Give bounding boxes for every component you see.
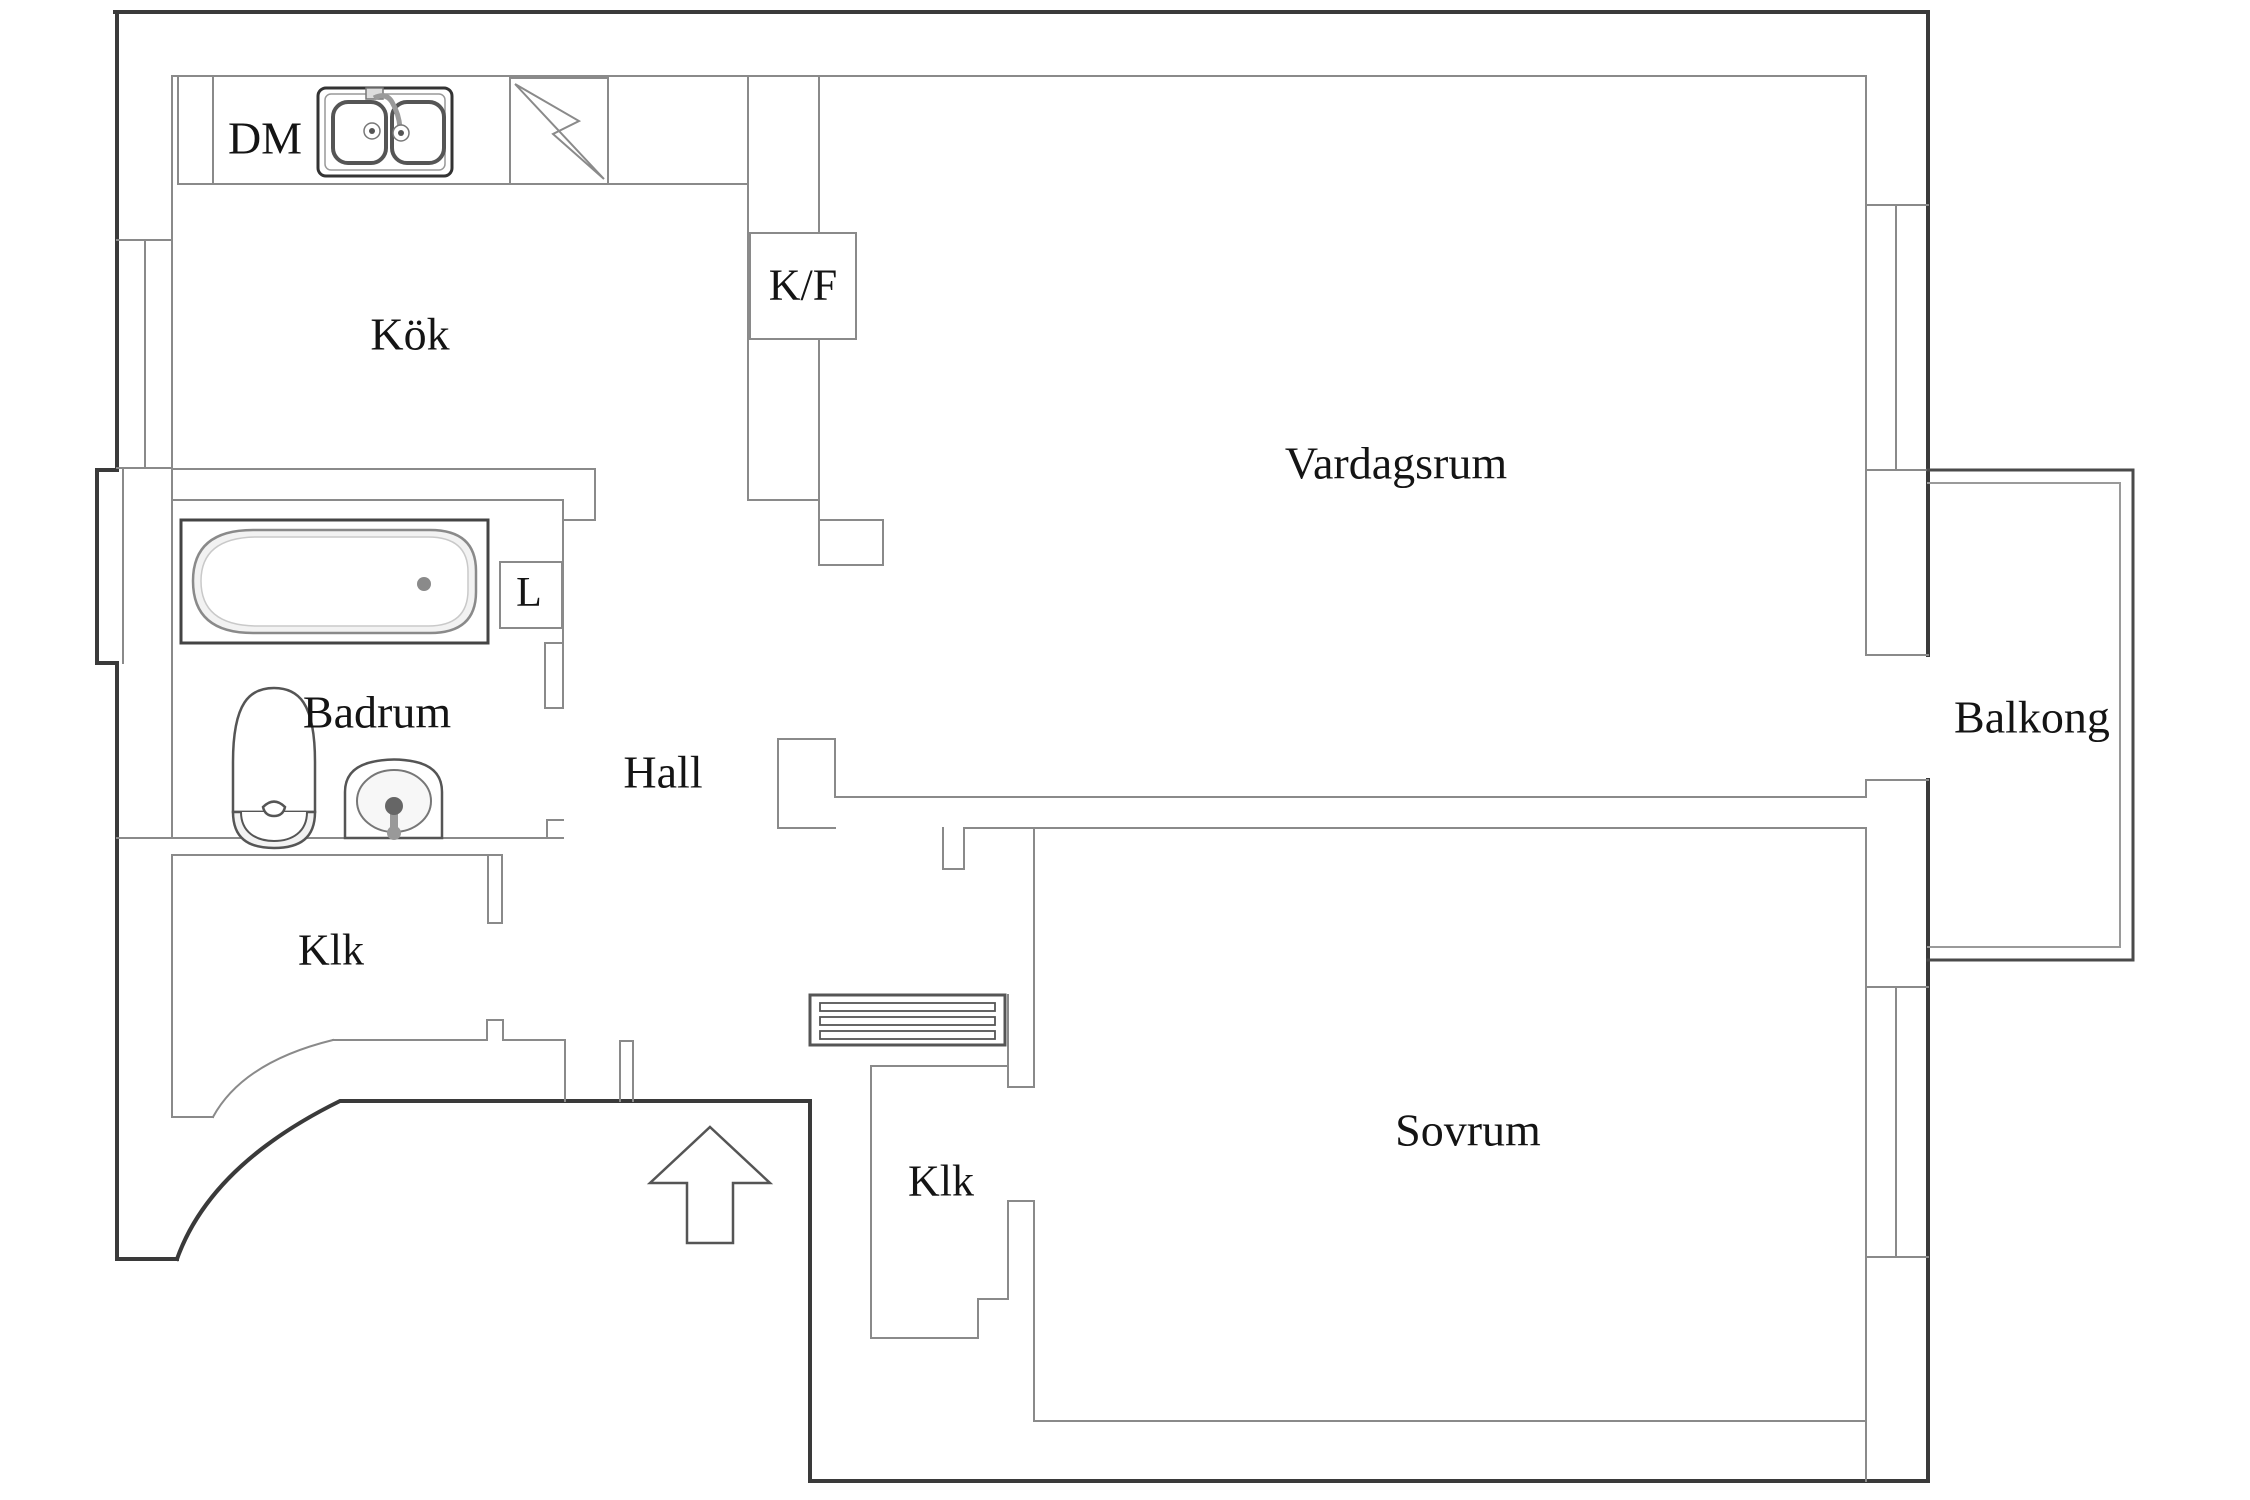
radiator-grille-icon [808,993,1007,1047]
toilet-icon [231,686,317,850]
room-label-vardagsrum: Vardagsrum [1284,437,1508,489]
room-label-balkong: Balkong [1954,691,2110,743]
appliance-label-fridge-freezer: K/F [768,260,838,310]
appliance-label-linen-cabinet: L [516,570,542,616]
linen-cabinet-box [499,561,563,629]
entrance-arrow-icon [646,1125,774,1245]
balcony-railing [1926,468,2135,962]
washbasin-icon [343,758,444,840]
stove-icon [509,77,609,185]
bathtub-icon [179,518,490,645]
kitchen-sink-icon [316,86,454,178]
interior-walls [116,75,1929,1482]
exterior-walls [95,10,1930,1483]
room-label-badrum: Badrum [302,686,452,738]
room-label-sovrum: Sovrum [1395,1104,1541,1156]
room-label-klk-upper: Klk [298,925,364,975]
room-label-kok: Kök [370,308,450,360]
room-label-klk-lower: Klk [908,1156,974,1206]
room-label-hall: Hall [623,746,703,798]
appliance-label-dishwasher: DM [227,112,303,164]
fridge-freezer-box [749,232,857,340]
